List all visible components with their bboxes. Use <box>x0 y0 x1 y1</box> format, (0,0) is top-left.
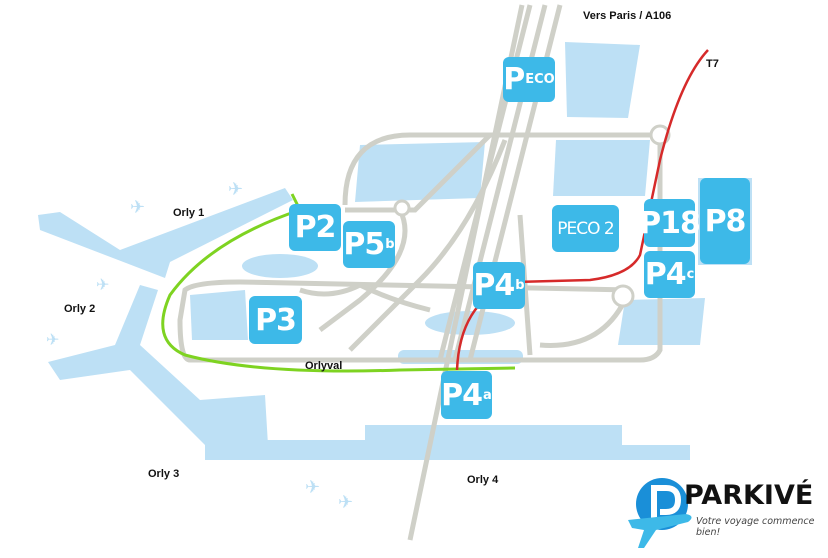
label-orly4: Orly 4 <box>467 474 499 486</box>
airplane-icon: ✈ <box>130 197 145 217</box>
parking-label: P8 <box>704 203 747 239</box>
label-orly2: Orly 2 <box>64 303 95 315</box>
parking-p3[interactable]: P3 <box>249 296 302 344</box>
parking-peco2[interactable]: PECO 2 <box>552 205 619 252</box>
airplane-icons: ✈ ✈ ✈ ✈ ✈ ✈ <box>46 179 353 512</box>
parking-sub: b <box>515 278 525 293</box>
parking-label: P4 <box>441 377 483 413</box>
orly4-terminal <box>205 425 690 460</box>
parking-label: P <box>503 62 525 97</box>
orly1-terminal <box>38 188 293 278</box>
parking-label: P4 <box>473 268 515 303</box>
label-orlyval: Orlyval <box>305 360 342 372</box>
logo-name: PARKIVÉ <box>684 480 814 511</box>
orlyval-line <box>161 193 516 373</box>
logo-tagline: Votre voyage commence bien! <box>696 516 815 538</box>
roads <box>177 4 663 541</box>
terminals <box>38 42 752 460</box>
parking-sub: ECO <box>525 72 555 87</box>
airplane-icon: ✈ <box>305 477 320 497</box>
label-orly3: Orly 3 <box>148 468 179 480</box>
parking-label: P4 <box>644 257 687 292</box>
parking-area-5 <box>190 290 248 340</box>
label-orly1: Orly 1 <box>173 207 204 219</box>
parking-p8[interactable]: P8 <box>700 178 750 264</box>
parking-label: P5 <box>343 227 385 262</box>
logo-icon <box>628 478 692 548</box>
parking-area-1 <box>355 142 485 202</box>
parking-sub: b <box>385 237 395 252</box>
parking-label: P2 <box>294 210 337 245</box>
label-vers-paris: Vers Paris / A106 <box>583 10 671 22</box>
parking-p2[interactable]: P2 <box>289 204 341 251</box>
parking-label: PECO 2 <box>557 218 614 239</box>
parking-p18[interactable]: P18 <box>639 199 701 247</box>
parking-sub: c <box>686 267 695 282</box>
parking-area-2 <box>553 140 650 196</box>
airplane-icon: ✈ <box>338 492 353 512</box>
parking-area-4 <box>242 254 318 278</box>
parking-sub: a <box>483 387 492 403</box>
label-t7: T7 <box>706 58 719 70</box>
airplane-icon: ✈ <box>96 277 109 294</box>
airplane-icon: ✈ <box>228 179 243 199</box>
parking-label: P18 <box>639 205 701 241</box>
parkive-logo: PARKIVÉ Votre voyage commence bien! <box>626 474 826 554</box>
t7-tram-line <box>455 49 709 371</box>
airplane-icon: ✈ <box>46 332 59 349</box>
orly2-terminal <box>48 285 268 445</box>
parking-area-6 <box>425 311 515 335</box>
parking-label: P3 <box>255 302 297 338</box>
parking-area-north <box>565 42 640 118</box>
